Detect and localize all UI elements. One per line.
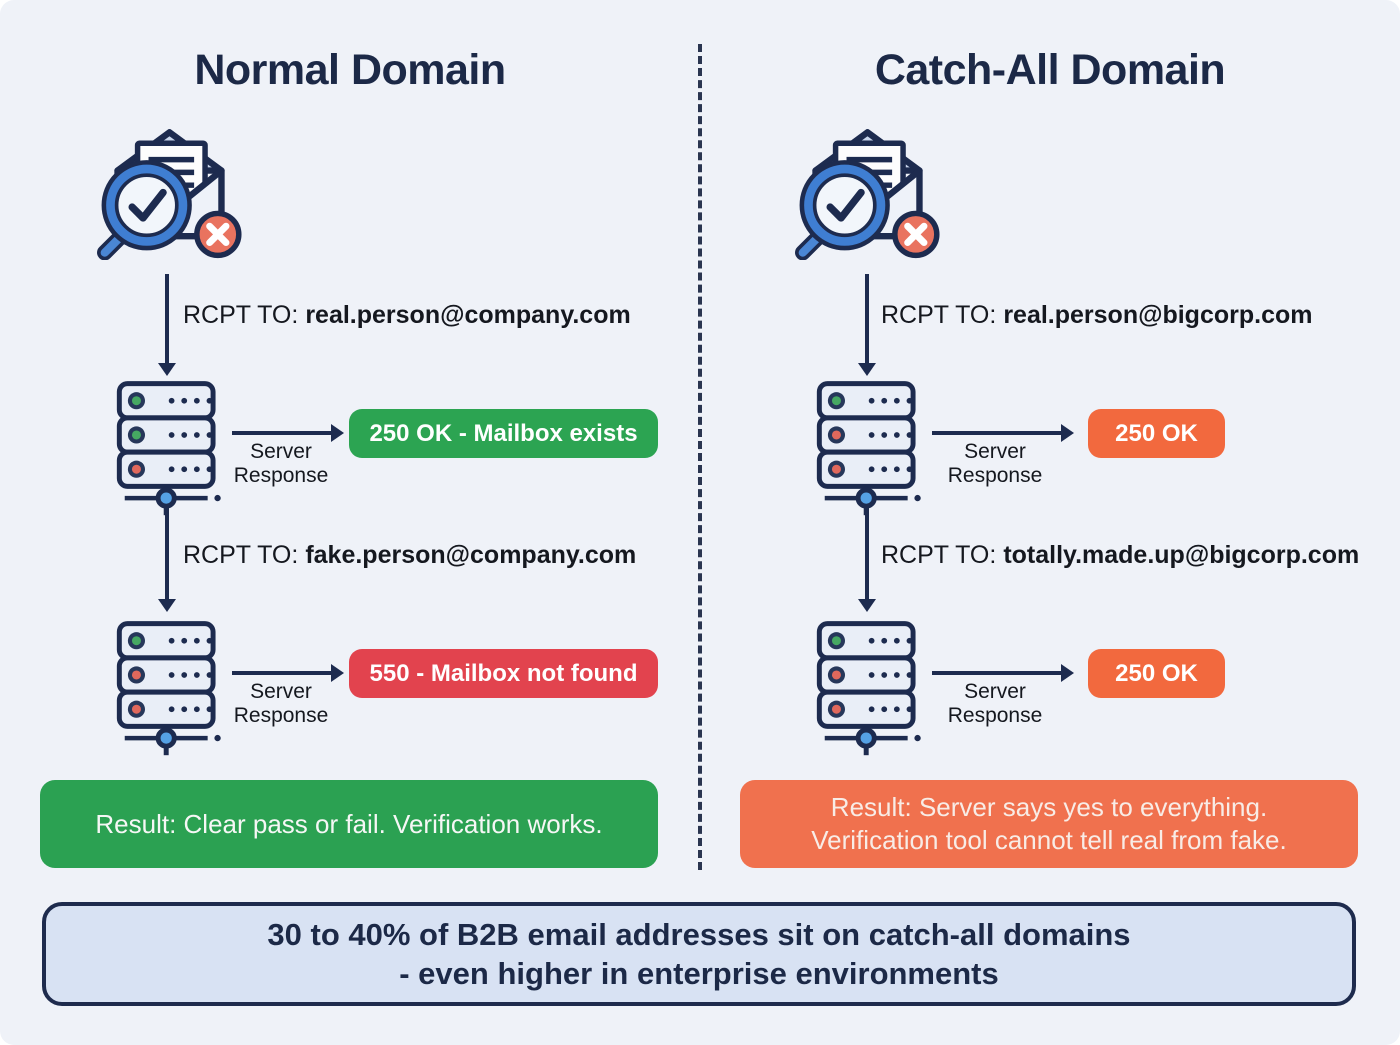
rcpt-email: real.person@company.com bbox=[305, 301, 631, 329]
server-response-label: Server Response bbox=[233, 440, 329, 487]
rcpt-label: RCPT TO:fake.person@company.com bbox=[183, 541, 636, 570]
right-arrow bbox=[232, 671, 332, 675]
column-divider bbox=[698, 44, 702, 870]
rcpt-label: RCPT TO:totally.made.up@bigcorp.com bbox=[881, 541, 1359, 570]
rcpt-prefix: RCPT TO: bbox=[183, 301, 299, 329]
rcpt-prefix: RCPT TO: bbox=[881, 541, 997, 569]
server-response-label: Server Response bbox=[947, 440, 1043, 487]
response-badge-250-ok: 250 OK bbox=[1088, 409, 1225, 458]
mail-search-icon bbox=[790, 114, 945, 261]
server-icon bbox=[812, 620, 924, 757]
rcpt-email: totally.made.up@bigcorp.com bbox=[1003, 541, 1360, 569]
server-icon bbox=[112, 380, 224, 517]
right-arrow bbox=[232, 431, 332, 435]
rcpt-prefix: RCPT TO: bbox=[183, 541, 299, 569]
footer-stat-banner: 30 to 40% of B2B email addresses sit on … bbox=[42, 902, 1356, 1006]
rcpt-email: real.person@bigcorp.com bbox=[1003, 301, 1313, 329]
left-result-banner: Result: Clear pass or fail. Verification… bbox=[40, 780, 658, 868]
server-icon bbox=[812, 380, 924, 517]
rcpt-email: fake.person@company.com bbox=[305, 541, 637, 569]
down-arrow bbox=[165, 508, 169, 600]
left-column-title: Normal Domain bbox=[194, 46, 506, 94]
down-arrow bbox=[865, 274, 869, 364]
rcpt-label: RCPT TO:real.person@bigcorp.com bbox=[881, 301, 1312, 330]
rcpt-label: RCPT TO:real.person@company.com bbox=[183, 301, 631, 330]
right-column-title: Catch-All Domain bbox=[874, 46, 1226, 94]
response-badge-250-ok: 250 OK bbox=[1088, 649, 1225, 698]
down-arrow bbox=[165, 274, 169, 364]
down-arrow bbox=[865, 508, 869, 600]
response-badge-550-not-found: 550 - Mailbox not found bbox=[349, 649, 658, 698]
response-badge-250-ok-exists: 250 OK - Mailbox exists bbox=[349, 409, 658, 458]
server-response-label: Server Response bbox=[947, 680, 1043, 727]
right-arrow bbox=[932, 671, 1062, 675]
server-response-label: Server Response bbox=[233, 680, 329, 727]
rcpt-prefix: RCPT TO: bbox=[881, 301, 997, 329]
right-arrow bbox=[932, 431, 1062, 435]
mail-search-icon bbox=[92, 114, 247, 261]
right-result-banner: Result: Server says yes to everything. V… bbox=[740, 780, 1358, 868]
server-icon bbox=[112, 620, 224, 757]
